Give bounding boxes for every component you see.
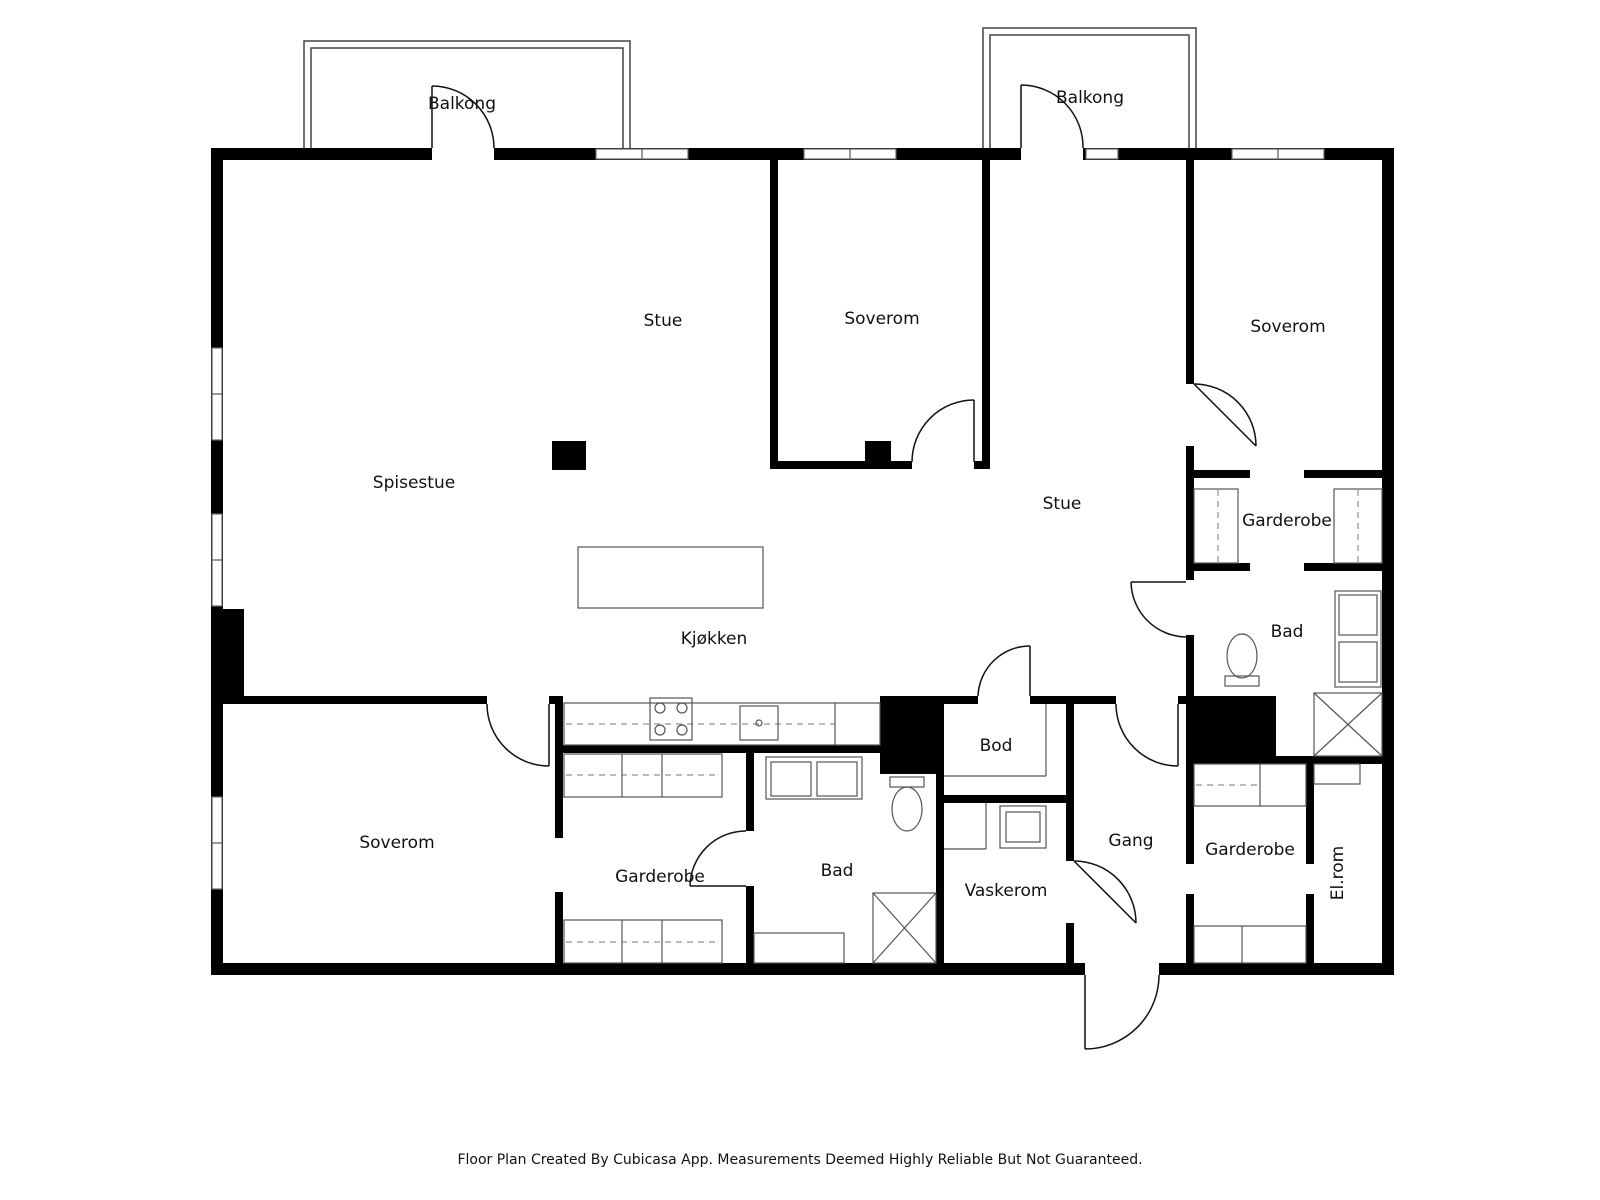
room-label-spisestue: Spisestue — [373, 473, 455, 493]
room-label-soverom-top: Soverom — [844, 309, 919, 329]
room-label-garderobe-mid: Garderobe — [615, 867, 705, 887]
room-label-balkong-right: Balkong — [1056, 88, 1124, 108]
room-label-stue-main: Stue — [644, 311, 683, 331]
room-label-soverom-left: Soverom — [359, 833, 434, 853]
footer-disclaimer: Floor Plan Created By Cubicasa App. Meas… — [457, 1152, 1143, 1168]
doors — [431, 84, 1315, 1050]
fixtures — [563, 488, 1383, 964]
room-label-bod: Bod — [980, 736, 1013, 756]
room-label-gang: Gang — [1108, 831, 1153, 851]
room-label-vaskerom: Vaskerom — [965, 881, 1048, 901]
room-label-kjokken: Kjøkken — [681, 629, 748, 649]
windows — [211, 148, 1325, 890]
room-label-soverom-right: Soverom — [1250, 317, 1325, 337]
room-label-bad-right: Bad — [1271, 622, 1304, 642]
room-labels: Balkong Balkong Stue Soverom Soverom Spi… — [359, 88, 1348, 901]
room-label-elrom: El.rom — [1328, 846, 1348, 900]
room-label-balkong-left: Balkong — [428, 94, 496, 114]
room-label-garderobe-right: Garderobe — [1242, 511, 1332, 531]
room-label-stue-right: Stue — [1043, 494, 1082, 514]
room-label-garderobe-lower-right: Garderobe — [1205, 840, 1295, 860]
room-label-bad-mid: Bad — [821, 861, 854, 881]
